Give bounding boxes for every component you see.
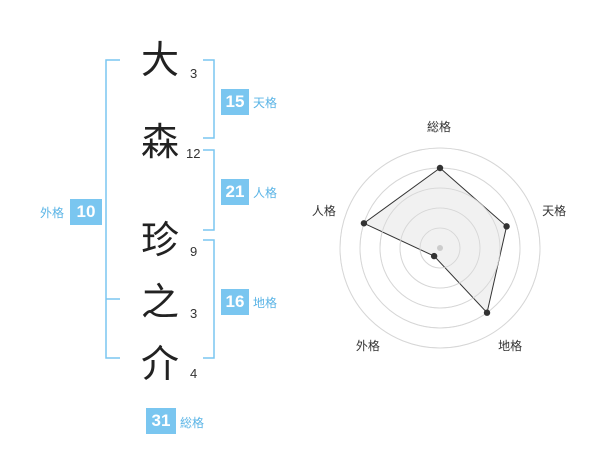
radar-axis-label: 地格	[498, 338, 523, 353]
gaikaku-label: 外格	[40, 206, 65, 220]
stroke-count-5: 4	[190, 366, 198, 381]
gaikaku-badge: 10	[70, 199, 102, 225]
name-char-4: 之	[140, 280, 179, 324]
radar-center	[437, 245, 443, 251]
name-char-5: 介	[140, 342, 179, 386]
chikaku-label: 地格	[253, 296, 278, 310]
soukaku-label: 総格	[180, 416, 205, 430]
radar-ring-overlay	[419, 227, 461, 269]
radar-ring-overlay	[379, 187, 501, 309]
radar-axis-label: 天格	[542, 203, 567, 218]
tenkaku-bracket	[203, 59, 215, 139]
stroke-count-2: 12	[186, 146, 201, 161]
radar-ring-overlay	[399, 207, 481, 289]
tenkaku-label: 天格	[253, 96, 278, 110]
chikaku-bracket	[203, 239, 215, 359]
soukaku-badge: 31	[146, 408, 176, 434]
jinkaku-badge: 21	[221, 179, 249, 205]
stroke-count-4: 3	[190, 306, 198, 321]
radar-point	[360, 220, 368, 227]
name-char-3: 珍	[140, 218, 179, 262]
radar-ring-overlay	[339, 147, 541, 349]
radar-point	[503, 223, 510, 230]
radar-point	[483, 309, 491, 316]
tenkaku-badge: 15	[221, 89, 249, 115]
name-char-2: 森	[140, 120, 179, 164]
radar-point	[430, 252, 438, 260]
radar-axis-label: 総格	[427, 120, 452, 134]
chikaku-badge: 16	[221, 289, 249, 315]
jinkaku-bracket	[203, 149, 215, 231]
jinkaku-label: 人格	[253, 186, 278, 200]
stroke-count-3: 9	[190, 244, 198, 259]
outer-bracket	[105, 59, 120, 359]
radar-axis-label: 外格	[355, 338, 380, 353]
name-char-1: 大	[140, 38, 179, 82]
radar-point	[436, 164, 444, 172]
stroke-count-1: 3	[190, 66, 198, 81]
radar-axis-label: 人格	[311, 203, 336, 218]
